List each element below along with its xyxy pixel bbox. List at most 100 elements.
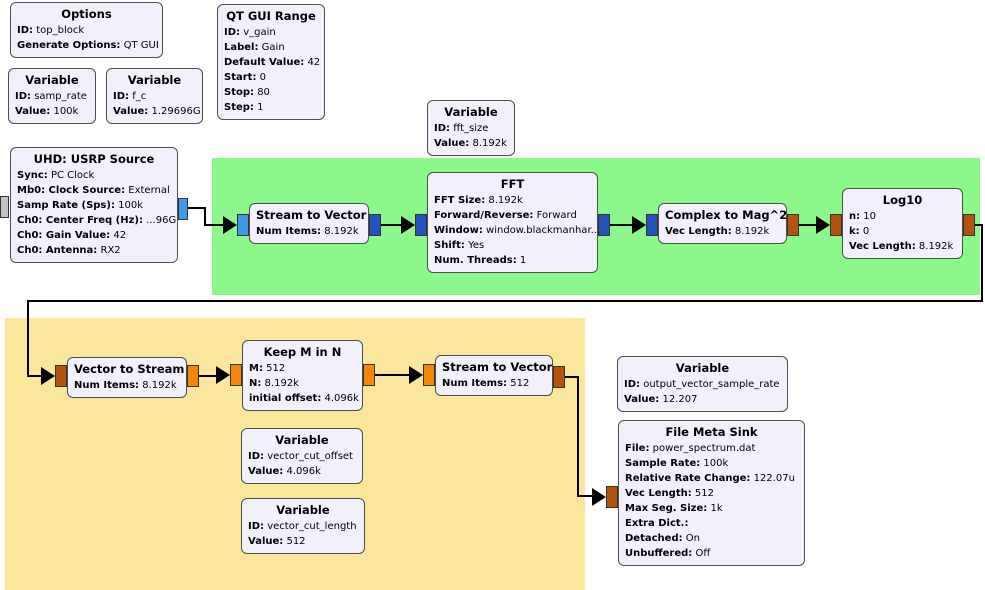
connection-arrowhead[interactable] [816,216,830,234]
connection-c2m-log10-seg[interactable] [797,224,818,226]
param-key: ID: [434,123,451,134]
fft-out-port[interactable] [598,214,610,236]
connection-log10-vts-seg[interactable] [973,224,983,226]
param-row: Shift: Yes [434,238,591,253]
param-value: 8.192k [321,226,359,237]
stv2-out-port[interactable] [553,366,565,388]
connection-stv1-fft-seg[interactable] [379,224,403,226]
param-key: Vec Length: [849,241,916,252]
param-value: QT GUI [120,40,159,51]
connection-log10-vts-seg[interactable] [981,224,983,302]
connection-arrowhead[interactable] [409,366,423,384]
block-title: Variable [25,73,79,87]
connection-arrowhead[interactable] [223,216,237,234]
param-row: Mb0: Clock Source: External [17,183,171,198]
stv1-out-port[interactable] [369,214,381,236]
c2m-in-port[interactable] [646,214,658,236]
param-key: Value: [248,536,284,547]
block-stream-to-vector-2[interactable]: Stream to Vector Num Items: 512 [435,355,553,396]
connection-stv2-fms-seg[interactable] [563,376,579,378]
param-row: Stop: 80 [224,85,318,100]
kmin-out-port[interactable] [363,364,375,386]
param-row: M: 512 [249,361,356,376]
fft-in-port[interactable] [415,214,427,236]
param-row: Label: Gain [224,40,318,55]
block-stream-to-vector-1[interactable]: Stream to Vector Num Items: 8.192k [249,203,369,244]
param-key: Start: [224,72,257,83]
param-value: Off [692,548,711,559]
uhd-command-in-port[interactable] [0,196,9,218]
param-key: Window: [434,225,483,236]
connection-vts-kmin-seg[interactable] [197,375,216,377]
fms-in-port[interactable] [606,486,618,508]
param-value: 1.29696G [148,106,201,117]
block-vector-to-stream[interactable]: Vector to Stream Num Items: 8.192k [67,357,187,398]
param-value: vector_cut_offset [264,451,353,462]
param-value: v_gain [240,27,276,38]
stv2-in-port[interactable] [423,364,435,386]
connection-arrowhead[interactable] [401,216,415,234]
param-value: 0 [256,72,266,83]
param-row: ID: top_block [17,23,156,38]
param-row: ID: vector_cut_offset [248,449,356,464]
param-key: ID: [17,25,34,36]
c2m-out-port[interactable] [787,214,799,236]
connection-uhd-stv1-seg[interactable] [204,207,206,226]
block-title: Options [61,7,112,21]
param-key: Mb0: Clock Source: [17,185,126,196]
connection-stv2-fms-seg[interactable] [577,376,579,497]
param-row: Num Items: 8.192k [74,378,180,393]
connection-uhd-stv1-seg[interactable] [187,207,206,209]
param-value: ...96G [143,215,177,226]
uhd-out-port[interactable] [178,198,188,220]
connection-kmin-stv2-seg[interactable] [373,374,409,376]
param-row: ID: vector_cut_length [248,519,358,534]
param-value: 42 [304,57,321,68]
param-key: Sample Rate: [625,458,701,469]
param-value: PC Clock [47,170,95,181]
log10-out-port[interactable] [963,214,975,236]
param-key: Generate Options: [17,40,121,51]
param-row: Num. Threads: 1 [434,253,591,268]
connection-log10-vts-seg[interactable] [27,375,41,377]
block-title: Keep M in N [263,345,342,359]
connection-fft-c2m-seg[interactable] [608,224,634,226]
param-value: 1 [516,255,527,266]
param-row: Value: 8.192k [434,136,508,151]
connection-log10-vts-seg[interactable] [27,300,983,302]
connection-uhd-stv1-seg[interactable] [204,224,224,226]
block-params: Vec Length: 8.192k [665,224,780,239]
param-row: Num Items: 512 [442,376,546,391]
log10-in-port[interactable] [830,214,842,236]
block-title: File Meta Sink [665,425,758,439]
connection-arrowhead[interactable] [41,367,55,385]
param-key: Value: [434,138,470,149]
connection-stv2-fms-seg[interactable] [577,495,592,497]
vts-in-port[interactable] [55,365,67,387]
param-row: initial offset: 4.096k [249,391,359,406]
vts-out-port[interactable] [187,365,199,387]
connection-log10-vts-seg[interactable] [27,300,29,377]
kmin-in-port[interactable] [230,364,242,386]
connection-arrowhead[interactable] [592,488,606,506]
block-complex-to-mag-sq[interactable]: Complex to Mag^2 Vec Length: 8.192k [658,203,787,244]
connection-arrowhead[interactable] [216,366,230,384]
param-row: ID: f_c [113,89,196,104]
connection-arrowhead[interactable] [632,216,646,234]
stv1-in-port[interactable] [237,214,249,236]
